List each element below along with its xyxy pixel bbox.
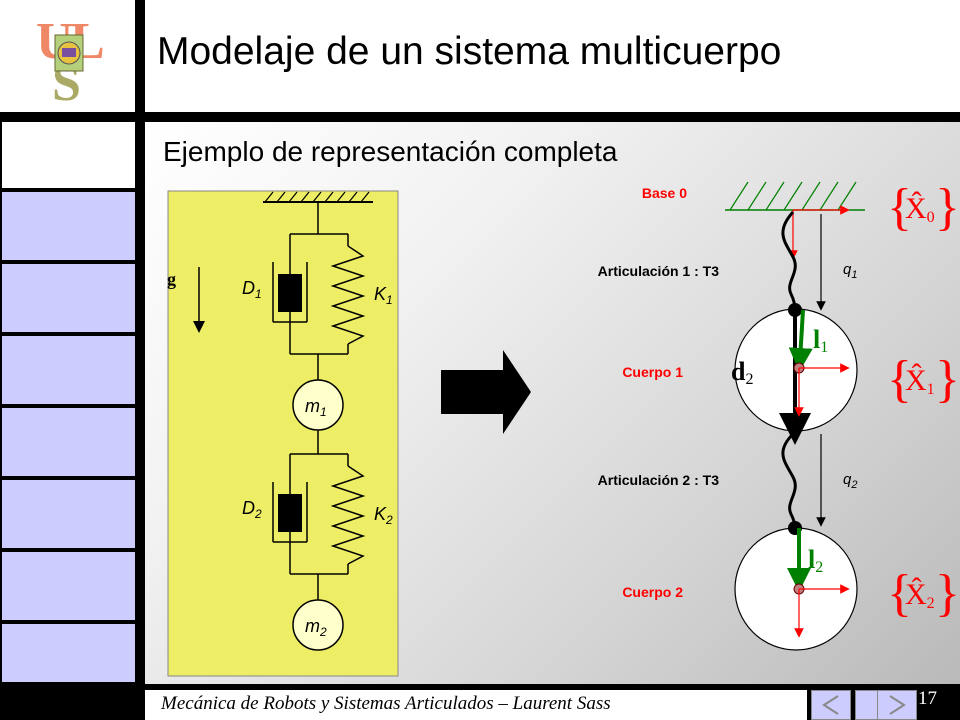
gravity-label: g (167, 269, 176, 289)
footer-text: Mecánica de Robots y Sistemas Articulado… (161, 693, 611, 714)
body-2-label: Cuerpo 2 (622, 584, 683, 600)
svg-text:X̂0: X̂0 (905, 191, 935, 226)
slide-title: Modelaje de un sistema multicuerpo (157, 30, 782, 73)
spring-1-label: K1 (374, 284, 393, 307)
page-number: 17 (918, 688, 937, 709)
multibody-diagram: Base 0 Articulación 1 : T3 Cuerpo 1 Arti… (598, 179, 960, 651)
university-logo: U L S (36, 12, 105, 112)
damper-1 (278, 274, 302, 312)
svg-text:X̂1: X̂1 (905, 363, 935, 398)
slide-subtitle: Ejemplo de representación completa (163, 136, 618, 167)
footer-bar: Mecánica de Robots y Sistemas Articulado… (145, 690, 807, 720)
svg-text:{: { (887, 351, 912, 408)
svg-text:}: } (935, 179, 960, 236)
svg-text:}: } (935, 565, 960, 622)
nav-button-8[interactable] (2, 624, 135, 682)
next-slide-button[interactable] (877, 690, 917, 720)
frame-0-notation: { X̂0 } (887, 179, 960, 236)
mass-1-label: m1 (305, 396, 327, 419)
nav-button-4[interactable] (2, 336, 135, 404)
prev-icon (822, 695, 839, 715)
body-1-label: Cuerpo 1 (622, 364, 683, 380)
logo-area: U L S (0, 0, 135, 112)
nav-button-5[interactable] (2, 408, 135, 476)
d2-label: d2 (731, 357, 753, 388)
svg-text:}: } (935, 351, 960, 408)
title-bar: Modelaje de un sistema multicuerpo (145, 0, 960, 112)
q2-label: q2 (843, 471, 857, 491)
svg-text:{: { (887, 565, 912, 622)
next-icon (889, 695, 906, 715)
prev-slide-button[interactable] (811, 690, 851, 720)
joint-2-label: Articulación 2 : T3 (598, 472, 720, 488)
mass-2-label: m2 (305, 616, 327, 639)
spring-damper-diagram: g D1 K1 m1 D2 K2 m2 (167, 190, 399, 677)
damper-2-label: D2 (242, 498, 262, 521)
nav-button-7[interactable] (2, 552, 135, 620)
damper-1-label: D1 (242, 278, 262, 301)
mass-2 (292, 599, 344, 651)
nav-button-1[interactable] (2, 122, 135, 188)
svg-text:X̂2: X̂2 (905, 577, 935, 612)
nav-button-2[interactable] (2, 192, 135, 260)
frame-2-notation: { X̂2 } (887, 565, 960, 622)
nav-column (0, 122, 135, 684)
q1-label: q1 (843, 261, 857, 281)
base-label: Base 0 (642, 185, 687, 201)
nav-button-3[interactable] (2, 264, 135, 332)
l2-label: l2 (808, 545, 823, 576)
diagram-canvas: g D1 K1 m1 D2 K2 m2 Base 0 Articulación … (167, 179, 960, 677)
transform-arrow (441, 350, 531, 434)
frame-1-notation: { X̂1 } (887, 351, 960, 408)
diagram-background (167, 190, 399, 677)
l1-vector (788, 309, 813, 372)
svg-text:{: { (887, 179, 912, 236)
spring-2-label: K2 (374, 504, 393, 527)
l1-label: l1 (813, 325, 828, 356)
joint-1-label: Articulación 1 : T3 (598, 263, 720, 279)
nav-button-6[interactable] (2, 480, 135, 548)
slide-content: Ejemplo de representación completa (145, 122, 960, 684)
damper-2 (278, 494, 302, 532)
